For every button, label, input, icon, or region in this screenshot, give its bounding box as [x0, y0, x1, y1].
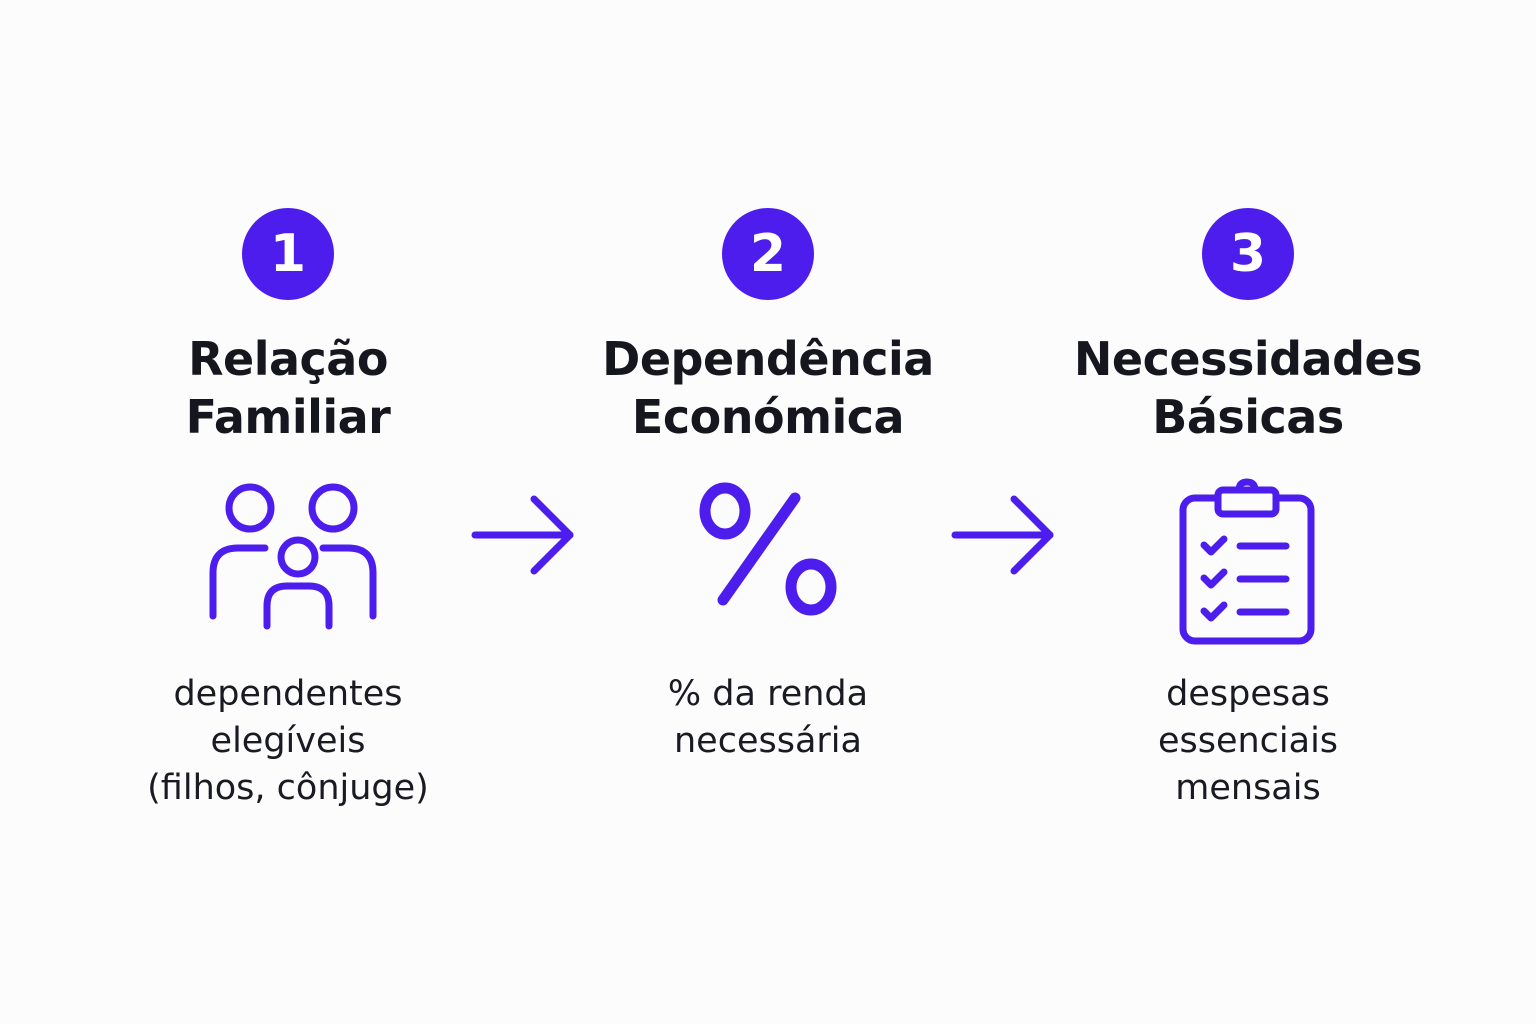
arrow-right-icon	[950, 493, 1060, 582]
step-title-line: Familiar	[185, 390, 391, 444]
step-description-line: necessária	[674, 721, 862, 761]
family-icon	[78, 478, 498, 648]
step-title-line: Básicas	[1152, 390, 1344, 444]
step-number-badge: 3	[1202, 208, 1294, 300]
clipboard-checklist-icon	[1038, 478, 1458, 648]
step-necessidades-basicas: 3 Necessidades Básicas despesas essencia…	[1038, 208, 1458, 808]
step-description-line: despesas	[1166, 674, 1330, 714]
step-title: Dependência Económica	[558, 330, 978, 450]
step-title-line: Económica	[631, 390, 905, 444]
step-description-line: (filhos, cônjuge)	[147, 768, 429, 808]
step-description-line: mensais	[1175, 768, 1321, 808]
step-description-line: essenciais	[1157, 721, 1339, 761]
step-title: Necessidades Básicas	[1038, 330, 1458, 450]
step-title-line: Dependência	[602, 332, 934, 386]
percent-icon	[558, 478, 978, 648]
arrow-right-icon	[470, 493, 580, 582]
step-description-line: elegíveis	[210, 721, 366, 761]
step-description-line: % da renda	[667, 674, 869, 714]
step-title: Relação Familiar	[78, 330, 498, 450]
step-relacao-familiar: 1 Relação Familiar dependentes elegíveis…	[78, 208, 498, 808]
step-description: despesas essenciais mensais	[1038, 671, 1458, 812]
step-description-line: dependentes	[173, 674, 403, 714]
step-title-line: Relação	[188, 332, 388, 386]
step-number-badge: 2	[722, 208, 814, 300]
step-dependencia-economica: 2 Dependência Económica % da renda neces…	[558, 208, 978, 761]
step-number-badge: 1	[242, 208, 334, 300]
step-title-line: Necessidades	[1073, 332, 1423, 386]
step-description: dependentes elegíveis (filhos, cônjuge)	[78, 671, 498, 812]
step-description: % da renda necessária	[558, 671, 978, 765]
